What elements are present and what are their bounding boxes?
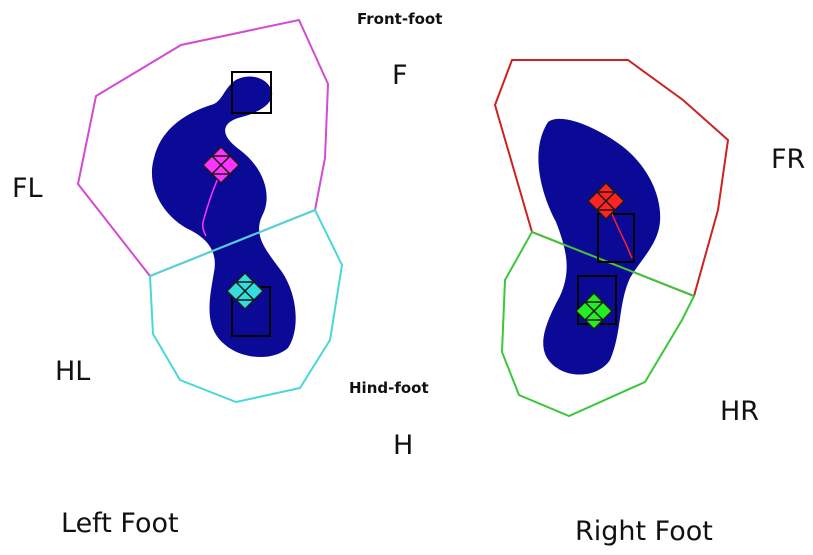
right-footprint (538, 119, 660, 375)
front-label-f: F (392, 62, 408, 89)
left-footprint (152, 77, 296, 357)
right-foot (495, 60, 728, 416)
front-left-label: FL (12, 175, 43, 202)
left-foot (78, 20, 342, 402)
hind-label-h: H (393, 432, 413, 459)
hind-left-label: HL (55, 358, 90, 385)
right-foot-caption: Right Foot (575, 518, 713, 545)
front-right-label: FR (771, 146, 805, 173)
hind-right-label: HR (720, 398, 759, 425)
left-foot-caption: Left Foot (61, 510, 179, 537)
hind-foot-label: Hind-foot (349, 381, 429, 396)
front-foot-label: Front-foot (357, 12, 442, 27)
